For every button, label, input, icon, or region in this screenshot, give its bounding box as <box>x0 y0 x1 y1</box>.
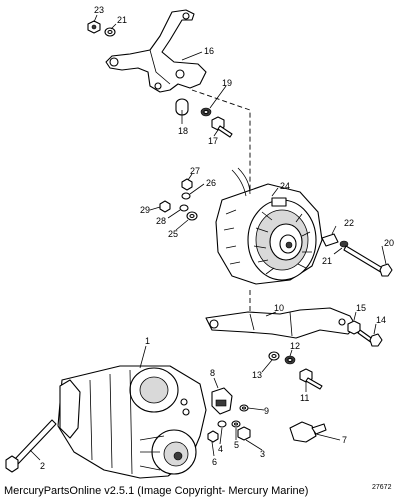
nut-29[interactable] <box>159 200 171 213</box>
starter-bolt-2[interactable] <box>5 419 57 473</box>
figure-id: 27672 <box>372 484 392 491</box>
upper-bracket[interactable] <box>105 9 207 93</box>
callout-10: 10 <box>274 303 284 313</box>
washer-12[interactable] <box>284 355 296 365</box>
callout-25: 25 <box>168 229 178 239</box>
washer-4[interactable] <box>217 420 227 428</box>
bolt-20[interactable] <box>343 245 393 277</box>
nut-9[interactable] <box>239 404 249 412</box>
callout-28: 28 <box>156 216 166 226</box>
callout-24: 24 <box>280 181 290 191</box>
callout-15: 15 <box>356 303 366 313</box>
callout-19: 19 <box>222 78 232 88</box>
washer-13[interactable] <box>268 351 280 361</box>
nut-23[interactable] <box>87 20 101 34</box>
callout-labels: 23 21 16 19 18 17 27 26 24 29 28 25 22 2… <box>40 5 394 471</box>
bolt-11[interactable] <box>299 368 323 390</box>
nut-3[interactable] <box>237 426 251 441</box>
nut-6[interactable] <box>207 430 219 443</box>
callout-29: 29 <box>140 205 150 215</box>
insulator-25[interactable] <box>186 211 198 221</box>
callout-3: 3 <box>260 449 265 459</box>
starter-motor[interactable] <box>57 365 207 479</box>
callout-2: 2 <box>40 461 45 471</box>
washer-21-top[interactable] <box>104 27 116 37</box>
callout-9: 9 <box>264 406 269 416</box>
washer-28[interactable] <box>179 204 189 212</box>
alignment-line-upper <box>191 89 251 190</box>
callout-14: 14 <box>376 315 386 325</box>
callout-11: 11 <box>300 393 309 403</box>
callout-12: 12 <box>290 341 300 351</box>
bolt-17[interactable] <box>211 116 233 138</box>
callout-1: 1 <box>145 336 150 346</box>
callout-23: 23 <box>94 5 104 15</box>
callout-20: 20 <box>384 238 394 248</box>
spacer-22[interactable] <box>321 233 339 247</box>
bolt-14[interactable] <box>357 329 383 347</box>
leader-lines <box>29 14 387 461</box>
callout-16: 16 <box>204 46 214 56</box>
callout-21: 21 <box>117 15 127 25</box>
washer-26[interactable] <box>181 192 191 200</box>
callout-8: 8 <box>210 368 215 378</box>
callout-27: 27 <box>190 166 200 176</box>
nut-27[interactable] <box>181 178 193 191</box>
callout-4: 4 <box>218 444 223 454</box>
callout-21-lower: 21 <box>322 256 332 266</box>
callout-22: 22 <box>344 218 354 228</box>
callout-26: 26 <box>206 178 216 188</box>
callout-7: 7 <box>342 435 347 445</box>
callout-17: 17 <box>208 136 218 146</box>
terminal-boot-8[interactable] <box>211 387 233 415</box>
alternator[interactable] <box>215 167 323 285</box>
copyright-footer: MercuryPartsOnline v2.5.1 (Image Copyrig… <box>4 485 309 497</box>
spacer-18[interactable] <box>175 98 189 116</box>
callout-6: 6 <box>212 457 217 467</box>
terminal-boot-7[interactable] <box>289 421 327 443</box>
callout-18: 18 <box>178 126 188 136</box>
callout-5: 5 <box>234 440 239 450</box>
washer-5[interactable] <box>231 420 241 428</box>
callout-13: 13 <box>252 370 262 380</box>
washer-19[interactable] <box>200 107 212 117</box>
